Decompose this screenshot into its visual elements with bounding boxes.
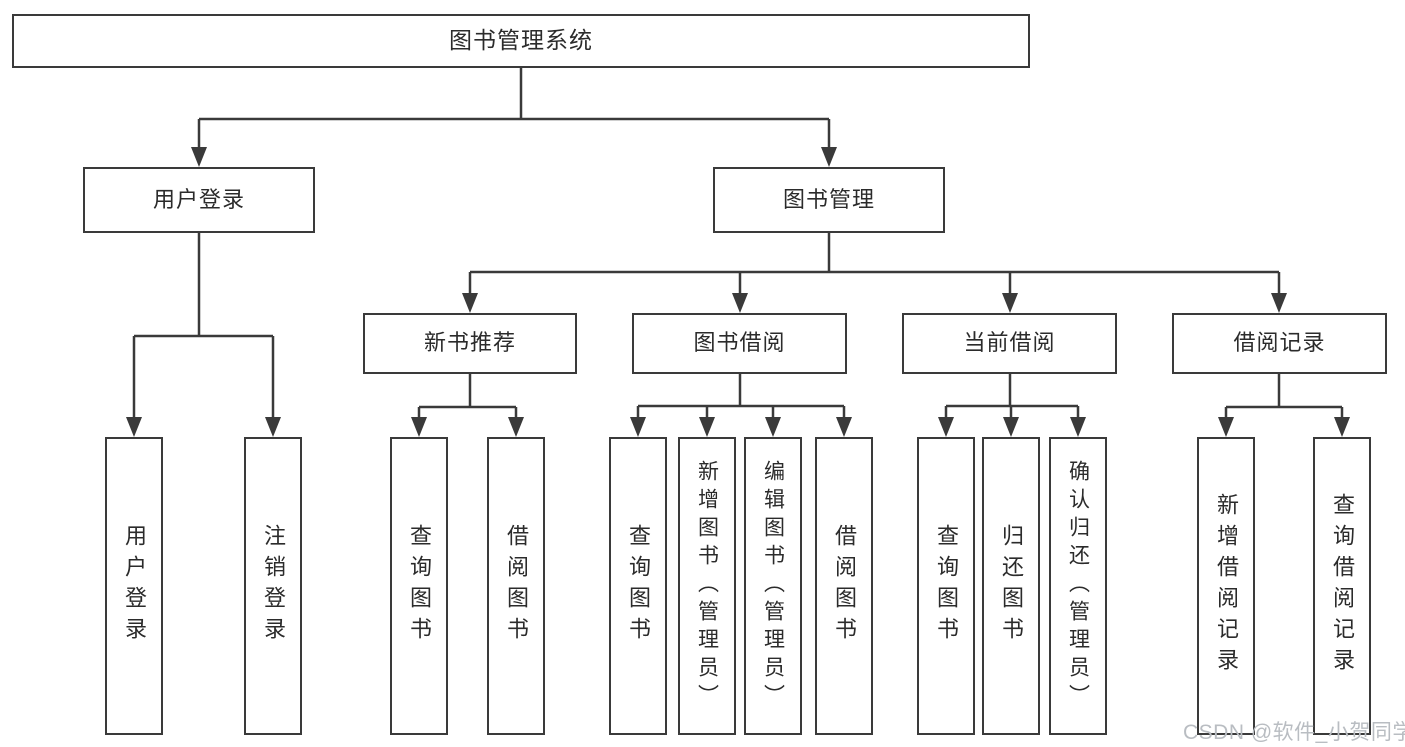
leaf-query-books-1-label: 查询图书 (407, 524, 432, 648)
leaf-add-borrow-record: 新增借阅记录 (1197, 437, 1255, 735)
leaf-query-books-3: 查询图书 (917, 437, 975, 735)
leaf-edit-books-admin-label: 编辑图书（管理员） (761, 460, 785, 712)
node-library-system: 图书管理系统 (12, 14, 1030, 68)
node-book-borrowing-label: 图书借阅 (693, 330, 786, 356)
node-book-management-label: 图书管理 (782, 186, 875, 212)
leaf-logout-label: 注销登录 (261, 524, 286, 648)
node-book-management: 图书管理 (713, 167, 945, 233)
node-current-borrowing-label: 当前借阅 (963, 330, 1056, 356)
leaf-query-books-2: 查询图书 (609, 437, 667, 735)
node-current-borrowing: 当前借阅 (902, 313, 1117, 374)
node-new-book-recommend-label: 新书推荐 (423, 330, 516, 356)
node-library-system-label: 图书管理系统 (449, 27, 593, 54)
leaf-borrow-books-1: 借阅图书 (487, 437, 545, 735)
leaf-edit-books-admin: 编辑图书（管理员） (744, 437, 802, 735)
leaf-query-books-2-label: 查询图书 (626, 524, 651, 648)
csdn-watermark: CSDN @软件_小贺同学 (1183, 721, 1405, 744)
leaf-borrow-books-2: 借阅图书 (815, 437, 873, 735)
leaf-add-borrow-record-label: 新增借阅记录 (1214, 493, 1239, 679)
leaf-query-borrow-record-label: 查询借阅记录 (1330, 493, 1355, 679)
leaf-confirm-return-admin: 确认归还（管理员） (1049, 437, 1107, 735)
leaf-borrow-books-1-label: 借阅图书 (504, 524, 529, 648)
leaf-add-books-admin-label: 新增图书（管理员） (695, 460, 719, 712)
leaf-query-borrow-record: 查询借阅记录 (1313, 437, 1371, 735)
leaf-borrow-books-2-label: 借阅图书 (832, 524, 857, 648)
node-borrowing-records: 借阅记录 (1172, 313, 1387, 374)
leaf-user-login: 用户登录 (105, 437, 163, 735)
node-book-borrowing: 图书借阅 (632, 313, 847, 374)
leaf-add-books-admin: 新增图书（管理员） (678, 437, 736, 735)
node-user-login: 用户登录 (83, 167, 315, 233)
node-borrowing-records-label: 借阅记录 (1233, 330, 1326, 356)
leaf-query-books-1: 查询图书 (390, 437, 448, 735)
leaf-logout: 注销登录 (244, 437, 302, 735)
node-new-book-recommend: 新书推荐 (363, 313, 577, 374)
leaf-return-books: 归还图书 (982, 437, 1040, 735)
leaf-user-login-label: 用户登录 (122, 524, 147, 648)
node-user-login-label: 用户登录 (152, 186, 245, 212)
leaf-return-books-label: 归还图书 (999, 524, 1024, 648)
leaf-confirm-return-admin-label: 确认归还（管理员） (1066, 460, 1090, 712)
leaf-query-books-3-label: 查询图书 (934, 524, 959, 648)
